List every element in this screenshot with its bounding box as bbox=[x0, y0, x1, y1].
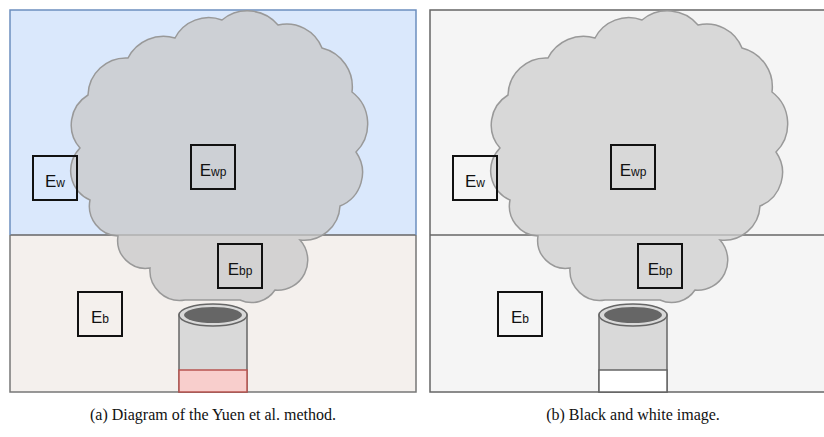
window-label: Ewp bbox=[200, 156, 227, 179]
panel-caption: (b) Black and white image. bbox=[410, 406, 824, 424]
window-label: Eb bbox=[91, 303, 109, 326]
chimney-rim bbox=[179, 304, 247, 326]
panel-b-art bbox=[430, 10, 824, 392]
window-label: Ew bbox=[465, 167, 485, 190]
image-panel: (a) Diagram of the Yuen et al. method.Ew… bbox=[10, 10, 416, 392]
window-label: Ebp bbox=[648, 255, 673, 278]
chimney-opening bbox=[184, 307, 242, 323]
window-label: Eb bbox=[511, 303, 529, 326]
smoke-plume bbox=[491, 11, 788, 303]
sample-window-box: Ebp bbox=[637, 243, 683, 289]
smoke-plume bbox=[71, 11, 368, 303]
chimney-opening bbox=[604, 307, 662, 323]
panel-caption: (a) Diagram of the Yuen et al. method. bbox=[0, 406, 436, 424]
window-label: Ebp bbox=[228, 255, 253, 278]
sample-window-box: Ewp bbox=[190, 144, 236, 190]
chimney-rim bbox=[599, 304, 667, 326]
sample-window-box: Eb bbox=[77, 291, 123, 337]
window-label: Ew bbox=[45, 167, 65, 190]
chimney-base bbox=[179, 370, 247, 392]
image-panel: (b) Black and white image.EwEwpEbpEb bbox=[430, 10, 824, 392]
panel-border bbox=[430, 10, 824, 392]
sample-window-box: Ebp bbox=[217, 243, 263, 289]
sample-window-box: Ewp bbox=[610, 144, 656, 190]
sample-window-box: Ew bbox=[32, 155, 78, 201]
sample-window-box: Eb bbox=[497, 291, 543, 337]
sample-window-box: Ew bbox=[452, 155, 498, 201]
window-label: Ewp bbox=[620, 156, 647, 179]
chimney-base bbox=[599, 370, 667, 392]
panel-a-art bbox=[10, 10, 416, 392]
